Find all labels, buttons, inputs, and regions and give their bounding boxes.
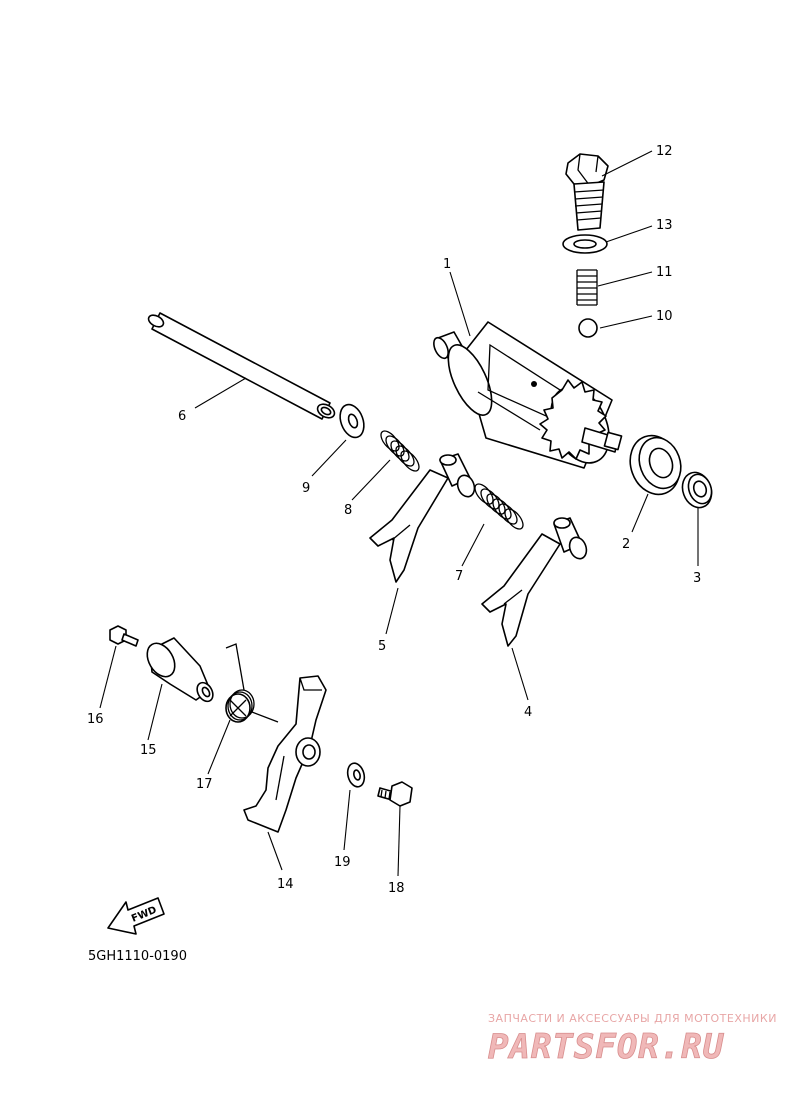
callout-5: 5 bbox=[378, 639, 386, 654]
part-18-bolt bbox=[377, 781, 413, 807]
callout-6: 6 bbox=[178, 409, 186, 424]
part-12-bolt bbox=[565, 153, 609, 231]
callout-17: 17 bbox=[196, 777, 213, 792]
part-2-bearing bbox=[629, 434, 682, 496]
part-7-spring bbox=[474, 483, 524, 530]
watermark-logo: PARTSFOR.RU bbox=[488, 1027, 725, 1067]
diagram-code: 5GH1110-0190 bbox=[88, 949, 187, 964]
callout-10: 10 bbox=[656, 309, 673, 324]
callout-3: 3 bbox=[693, 571, 701, 586]
callout-15: 15 bbox=[140, 743, 157, 758]
callout-9: 9 bbox=[302, 481, 310, 496]
part-4-shift-fork bbox=[481, 517, 588, 647]
callout-12: 12 bbox=[656, 144, 673, 159]
callout-13: 13 bbox=[656, 218, 673, 233]
part-3-oil-seal bbox=[681, 471, 713, 509]
callout-4: 4 bbox=[524, 705, 532, 720]
part-6-guide-bar bbox=[147, 312, 336, 420]
callout-19: 19 bbox=[334, 855, 351, 870]
callout-14: 14 bbox=[277, 877, 294, 892]
callout-16: 16 bbox=[87, 712, 104, 727]
watermark-tagline: ЗАПЧАСТИ И АКСЕССУАРЫ ДЛЯ МОТОТЕХНИКИ bbox=[488, 1012, 777, 1025]
callout-18: 18 bbox=[388, 881, 405, 896]
callout-7: 7 bbox=[455, 569, 463, 584]
part-1-shift-drum bbox=[433, 321, 623, 469]
callout-1: 1 bbox=[443, 257, 451, 272]
part-19-washer bbox=[346, 762, 366, 788]
part-16-bolt bbox=[109, 625, 139, 647]
callout-11: 11 bbox=[656, 265, 673, 280]
leader-lines bbox=[99, 150, 699, 877]
part-13-gasket bbox=[562, 234, 608, 254]
part-17-torsion-spring bbox=[225, 643, 279, 723]
callout-2: 2 bbox=[622, 537, 630, 552]
callout-8: 8 bbox=[344, 503, 352, 518]
part-14-shift-arm bbox=[243, 675, 327, 833]
part-5-shift-fork bbox=[369, 453, 476, 583]
part-9-washer bbox=[339, 403, 365, 439]
part-10-ball bbox=[578, 318, 598, 338]
callout-labels: 1 2 3 4 5 6 7 8 9 10 11 12 13 14 15 16 1… bbox=[87, 144, 701, 896]
part-8-spring bbox=[380, 428, 422, 472]
watermark: ЗАПЧАСТИ И АКСЕССУАРЫ ДЛЯ МОТОТЕХНИКИ PA… bbox=[488, 1012, 777, 1067]
part-11-spring bbox=[576, 269, 598, 306]
part-15-collar bbox=[146, 637, 214, 703]
fwd-direction-arrow: FWD bbox=[107, 897, 165, 935]
